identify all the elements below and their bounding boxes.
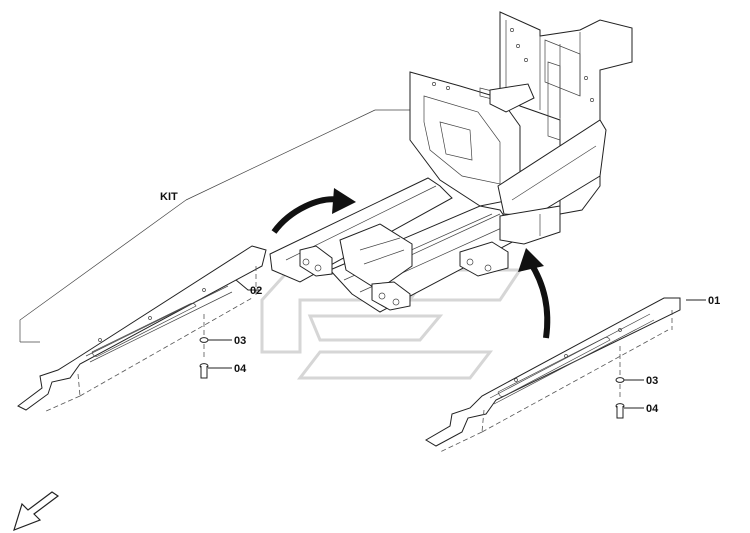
- kit-label: KIT: [160, 191, 178, 203]
- part-label-04-left: 04: [234, 363, 247, 375]
- leader-lines: [208, 279, 706, 409]
- direction-arrow-icon: [13, 491, 60, 532]
- part-label-02: 02: [250, 285, 262, 297]
- part-label-03-right: 03: [646, 375, 658, 387]
- rail-part-01: [425, 297, 681, 453]
- bolt-left: [199, 363, 209, 379]
- curved-arrow-icon: [518, 248, 551, 339]
- washer-right: [615, 346, 625, 400]
- chassis-frame: [269, 11, 633, 313]
- kit-bracket: [19, 109, 415, 343]
- bolt-right: [615, 403, 625, 419]
- curved-arrow-icon: [271, 188, 356, 234]
- washer-left: [199, 314, 209, 360]
- rail-part-02: [17, 245, 267, 413]
- part-label-01: 01: [708, 295, 720, 307]
- part-label-03-left: 03: [234, 335, 246, 347]
- part-label-04-right: 04: [646, 403, 659, 415]
